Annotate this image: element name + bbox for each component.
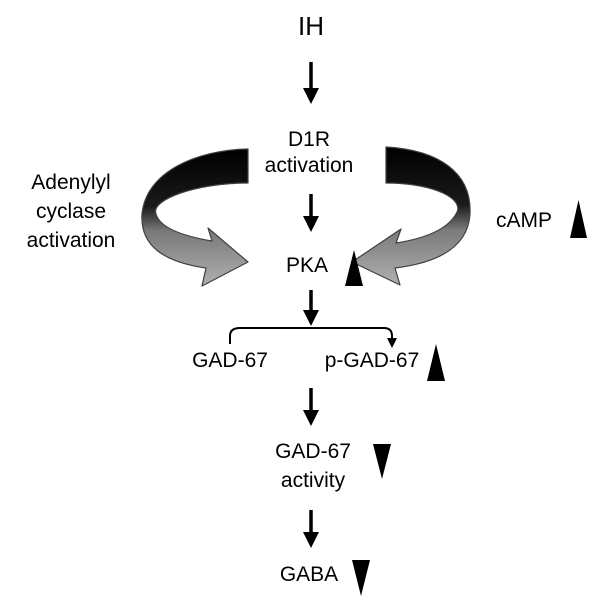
label-pka: PKA [285, 254, 329, 277]
label-d1r-activation: D1R activation [265, 127, 354, 179]
label-camp: cAMP [495, 209, 553, 232]
label-adenylyl-line1: Adenylyl [31, 171, 111, 194]
label-d1r-line1: D1R [287, 128, 330, 151]
curved-arrow-adenylyl-cyclase [141, 148, 249, 287]
gad67-activity-down-indicator [373, 444, 391, 479]
label-p-gad67: p-GAD-67 [324, 349, 420, 372]
gaba-down-indicator [352, 560, 370, 596]
label-gad67-activity-line1: GAD-67 [275, 440, 351, 463]
label-gaba: GABA [279, 563, 339, 586]
label-adenylyl-cyclase-activation: Adenylyl cyclase activation [27, 168, 116, 255]
arrow-activity-to-gaba [303, 510, 319, 548]
pgad67-up-indicator [427, 344, 445, 381]
label-adenylyl-line3: activation [26, 229, 116, 252]
label-adenylyl-line2: cyclase [35, 200, 107, 223]
label-d1r-line2: activation [264, 154, 354, 177]
label-ih: IH [298, 11, 324, 41]
label-gad67: GAD-67 [192, 349, 268, 372]
phosphorylation-connector [229, 327, 393, 344]
curved-arrow-camp [351, 146, 471, 286]
arrow-pka-to-branch [303, 290, 319, 326]
arrow-d1r-to-pka [303, 194, 319, 232]
camp-up-indicator [570, 200, 587, 238]
arrow-ih-to-d1r [303, 62, 319, 104]
label-gad67-activity-line2: activity [280, 469, 346, 492]
phosphorylation-arrowhead [387, 338, 397, 348]
label-gad67-activity: GAD-67 activity [275, 437, 351, 495]
arrow-gad67-to-activity [303, 388, 319, 426]
pka-up-indicator [345, 250, 363, 286]
